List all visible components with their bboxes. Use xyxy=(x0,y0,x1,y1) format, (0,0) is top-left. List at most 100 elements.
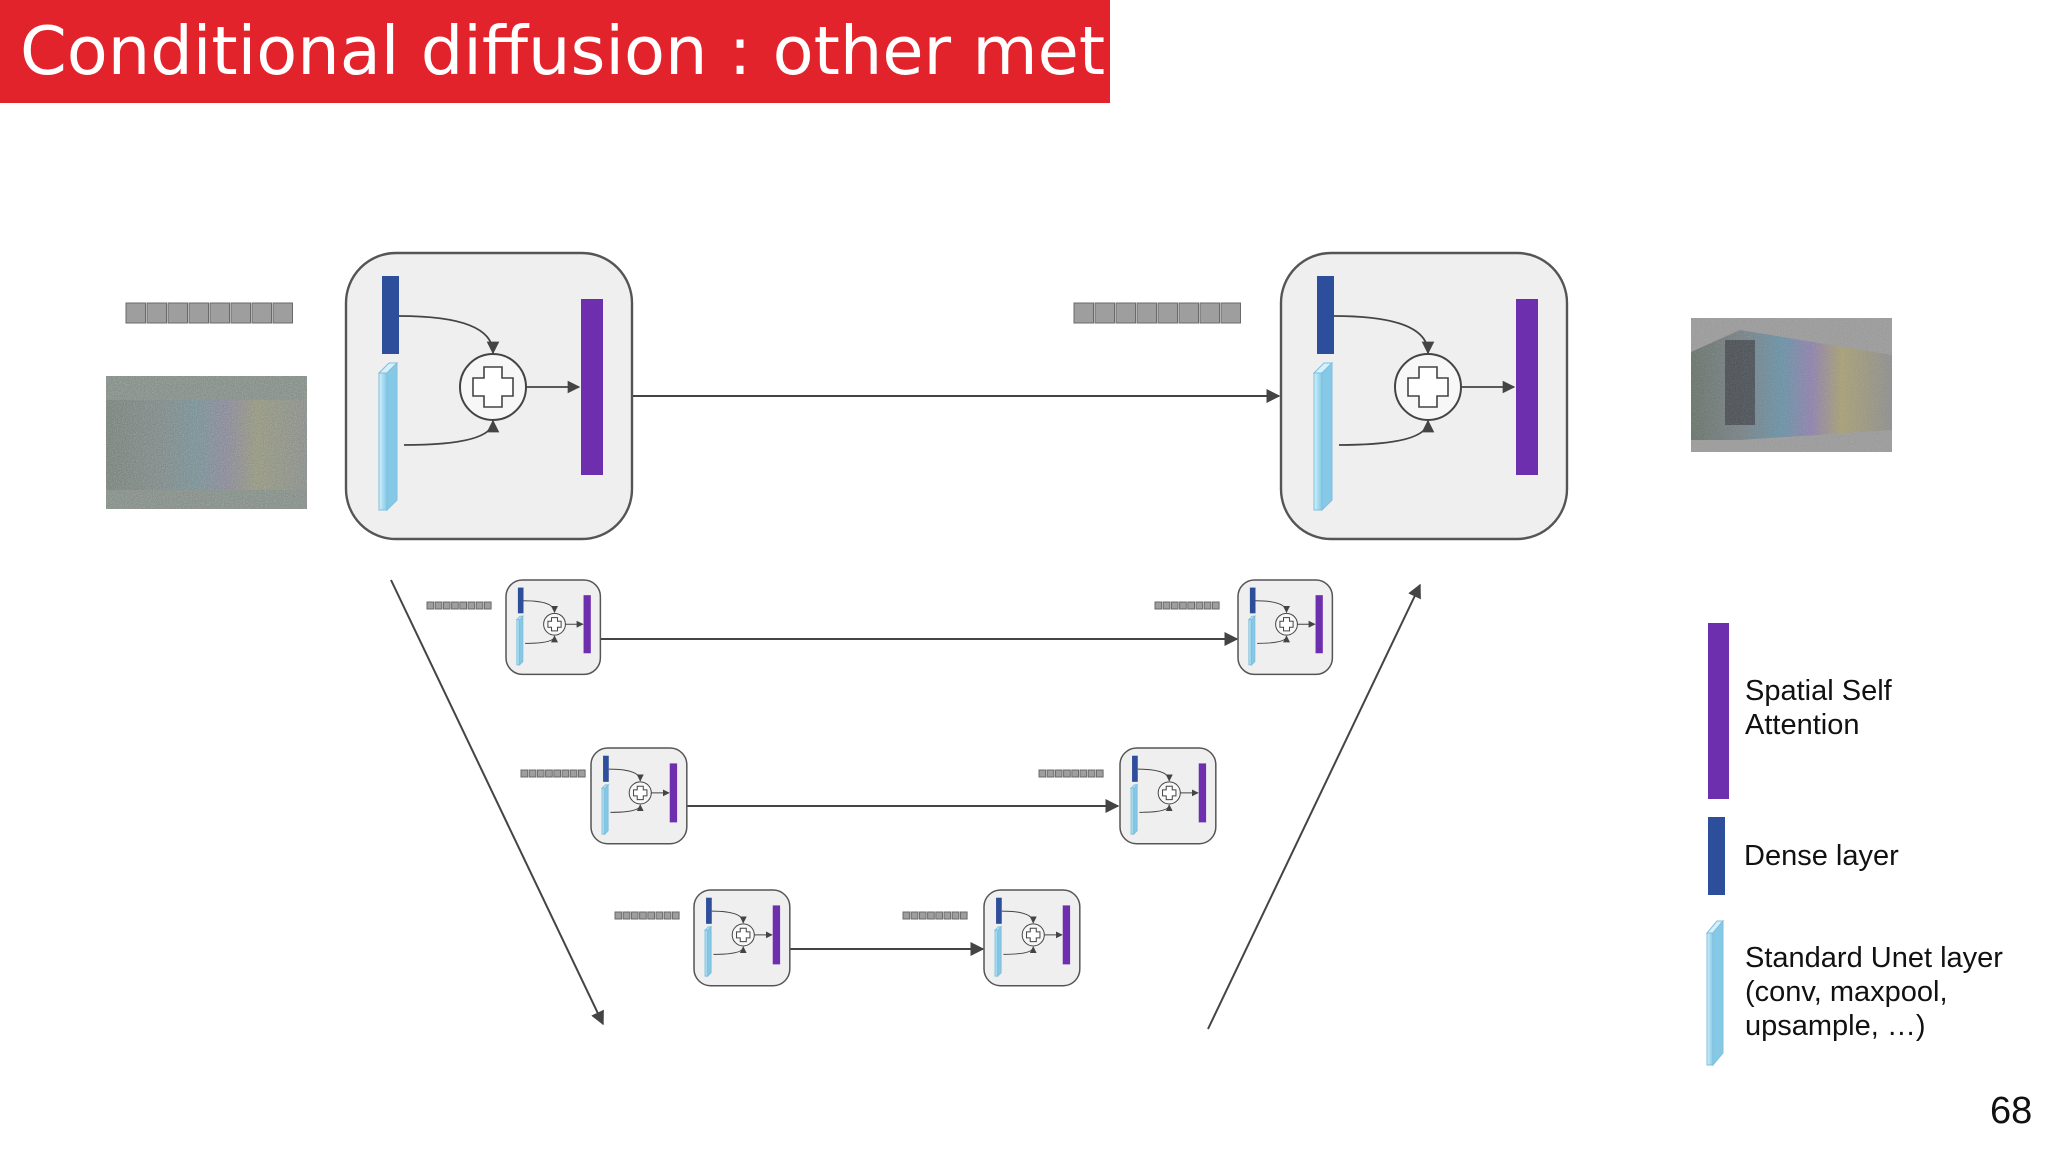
plus-icon xyxy=(547,617,562,632)
decoder-block-4 xyxy=(983,889,1081,987)
unet-layer xyxy=(601,787,606,835)
attention-layer xyxy=(1516,299,1538,475)
token-cell xyxy=(622,911,631,920)
token-cell xyxy=(647,911,655,920)
token-cell xyxy=(951,911,960,920)
token-cell xyxy=(1220,302,1241,324)
unet-layer xyxy=(704,929,709,977)
token-cell xyxy=(1211,601,1220,610)
output-denoised-image xyxy=(1691,318,1892,452)
token-cell xyxy=(442,601,451,610)
plus-icon xyxy=(1407,366,1449,408)
token-cell xyxy=(577,769,586,778)
legend-dense-swatch xyxy=(1708,817,1725,895)
token-cell xyxy=(1054,769,1063,778)
decoder-block-2 xyxy=(1237,579,1334,676)
token-cell xyxy=(1071,769,1080,778)
token-row-decoder-3 xyxy=(1038,769,1104,778)
token-cell xyxy=(272,302,293,324)
token-cell xyxy=(1203,601,1212,610)
attention-layer xyxy=(583,595,591,654)
token-cell xyxy=(614,911,623,920)
token-cell xyxy=(230,302,251,324)
dense-layer xyxy=(1249,587,1256,614)
dense-layer xyxy=(382,276,399,354)
token-cell xyxy=(918,911,927,920)
token-cell xyxy=(167,302,188,324)
encoder-block-3 xyxy=(590,747,688,845)
unet-to-sum-arrow xyxy=(1003,946,1037,955)
token-cell xyxy=(1178,302,1199,324)
unet-layer xyxy=(1130,787,1135,835)
token-cell xyxy=(1187,601,1196,610)
token-cell xyxy=(943,911,952,920)
token-cell xyxy=(935,911,943,920)
unet-layer-side xyxy=(707,925,712,978)
title-bar: Conditional diffusion : other method xyxy=(0,0,1231,103)
token-cell xyxy=(459,601,467,610)
token-cell xyxy=(125,302,146,324)
plus-icon xyxy=(633,785,648,801)
encoder-block-2 xyxy=(505,579,602,676)
unet-layer-side xyxy=(997,925,1002,978)
dense-to-sum-arrow xyxy=(711,910,747,924)
token-row-encoder-2 xyxy=(426,601,492,610)
token-cell xyxy=(251,302,272,324)
plus-icon xyxy=(736,927,751,943)
token-cell xyxy=(671,911,680,920)
unet-to-sum-arrow xyxy=(525,635,558,644)
plus-icon xyxy=(1279,617,1294,632)
attention-layer xyxy=(1198,763,1207,823)
dense-to-sum-arrow xyxy=(1255,600,1291,614)
token-cell xyxy=(188,302,209,324)
unet-layer xyxy=(378,372,388,511)
token-cell xyxy=(1095,769,1104,778)
token-cell xyxy=(902,911,911,920)
token-cell xyxy=(1154,601,1163,610)
slide-title: Conditional diffusion : other method xyxy=(20,12,1232,90)
token-row-encoder-1 xyxy=(125,302,293,324)
unet-layer-side xyxy=(1321,361,1333,512)
dense-layer xyxy=(1317,276,1334,354)
token-row-decoder-2 xyxy=(1154,601,1220,610)
token-cell xyxy=(528,769,537,778)
token-cell xyxy=(927,911,935,920)
token-cell xyxy=(1199,302,1220,324)
token-cell xyxy=(569,769,578,778)
token-cell xyxy=(1115,302,1136,324)
token-cell xyxy=(1162,601,1171,610)
attention-layer xyxy=(669,763,678,823)
unet-blocks xyxy=(344,251,1569,987)
upsample-arrow xyxy=(1207,583,1421,1030)
attention-layer xyxy=(581,299,603,475)
attention-layer xyxy=(772,905,781,965)
token-cell xyxy=(553,769,561,778)
unet-to-sum-arrow xyxy=(1257,635,1290,644)
legend xyxy=(1705,623,1729,1067)
token-cell xyxy=(1063,769,1071,778)
unet-layer xyxy=(516,619,521,666)
unet-to-sum-arrow xyxy=(713,946,747,955)
token-cell xyxy=(959,911,968,920)
token-row-decoder-4 xyxy=(902,911,968,920)
dense-layer xyxy=(1132,755,1138,782)
dense-to-sum-arrow xyxy=(523,600,559,614)
token-row-decoder-1 xyxy=(1073,302,1241,324)
token-cell xyxy=(1094,302,1115,324)
legend-label-spatial-self-attention: Spatial Self Attention xyxy=(1745,675,1892,741)
token-cell xyxy=(451,601,459,610)
skip-connections xyxy=(601,389,1281,956)
conditioning-token-rows xyxy=(125,302,1241,920)
unet-layer xyxy=(994,929,999,977)
dense-layer xyxy=(706,897,712,924)
dense-to-sum-arrow xyxy=(608,768,644,782)
unet-to-sum-arrow xyxy=(610,804,644,813)
token-cell xyxy=(630,911,639,920)
encoder-block-1 xyxy=(344,251,634,541)
token-cell xyxy=(520,769,529,778)
dense-layer xyxy=(996,897,1002,924)
token-cell xyxy=(655,911,664,920)
unet-to-sum-arrow xyxy=(1338,419,1435,446)
decoder-block-3 xyxy=(1119,747,1217,845)
token-cell xyxy=(483,601,492,610)
